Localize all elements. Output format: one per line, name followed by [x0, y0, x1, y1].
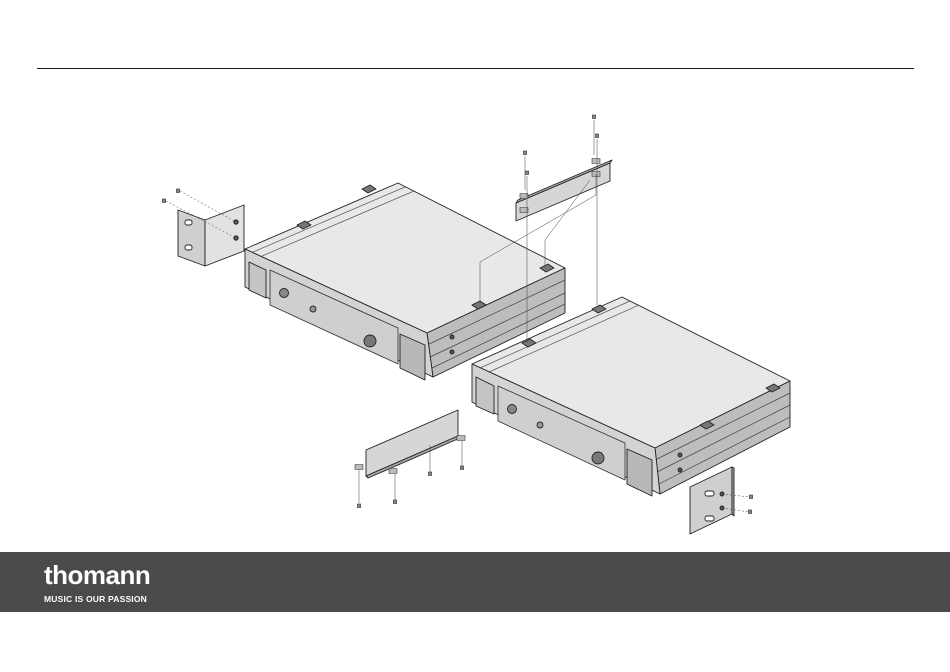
joining-bracket-lower: [355, 410, 465, 478]
brand-wordmark: thomann: [44, 562, 150, 588]
brand-tagline: MUSIC IS OUR PASSION: [44, 594, 150, 604]
rack-ear-right: [690, 467, 734, 534]
page-bottom-margin: [0, 612, 950, 672]
brand-logo: thomann MUSIC IS OUR PASSION: [44, 562, 150, 604]
joining-bracket-upper: [516, 159, 612, 222]
rack-ear-left: [178, 205, 244, 266]
rack-mount-assembly-diagram: [0, 0, 950, 552]
